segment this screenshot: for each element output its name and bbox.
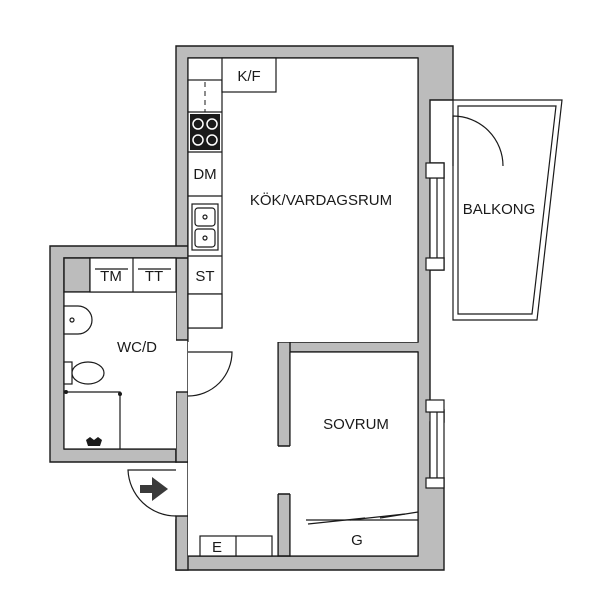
bathroom-top-strip <box>63 257 91 293</box>
washbasin-icon <box>63 305 93 335</box>
balcony-outline <box>452 99 563 321</box>
hall-wall-stub <box>175 515 189 571</box>
drying-cabinet-label: TT <box>145 268 163 285</box>
storage-label: ST <box>195 268 214 285</box>
bath-hall-wall <box>175 391 189 463</box>
bathroom: WC/D <box>63 305 233 449</box>
laundry: TM TT <box>89 257 177 293</box>
bedroom-wall-vertical <box>277 341 291 447</box>
bedroom-label: SOVRUM <box>323 416 389 433</box>
bedroom-wardrobe: G <box>306 511 419 549</box>
balcony-door <box>452 115 504 167</box>
entrance-door <box>127 469 177 517</box>
windows <box>425 162 445 489</box>
balcony <box>452 99 563 321</box>
wardrobe-bedroom-label: G <box>351 532 363 549</box>
entrance-arrow-icon <box>140 477 168 501</box>
kitchen-counter: DM ST G <box>187 79 223 329</box>
fridge-freezer: K/F <box>221 57 277 93</box>
stove-icon <box>190 114 220 150</box>
electric-cabinet: E <box>199 535 273 557</box>
bathroom-label: WC/D <box>117 339 157 356</box>
tumble-dryer-label: TM <box>100 268 122 285</box>
balcony-label: BALKONG <box>463 201 536 218</box>
dishwasher-label: DM <box>193 166 216 183</box>
electric-cabinet-label: E <box>212 539 222 556</box>
entrance <box>127 469 177 517</box>
toilet-icon <box>63 361 105 385</box>
shower-icon <box>64 390 122 449</box>
bathroom-door <box>187 351 233 397</box>
fridge-freezer-label: K/F <box>237 68 260 85</box>
interiors <box>63 57 419 557</box>
sink-icon <box>191 203 219 251</box>
kitchen-living-label: KÖK/VARDAGSRUM <box>250 191 392 209</box>
bedroom-wall-lower <box>277 493 291 557</box>
